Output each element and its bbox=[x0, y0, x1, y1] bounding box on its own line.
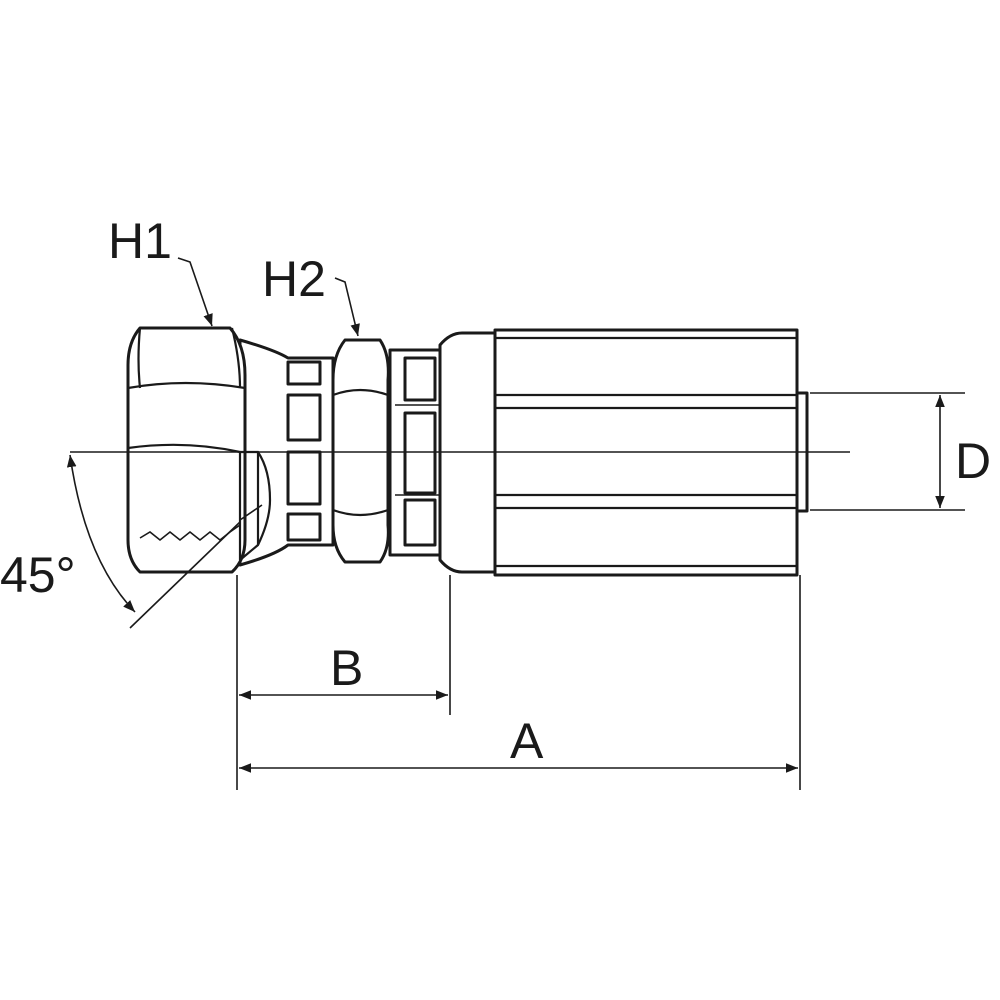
neck bbox=[238, 338, 335, 567]
label-h2: H2 bbox=[262, 251, 326, 307]
label-a: A bbox=[510, 713, 544, 769]
label-angle: 45° bbox=[0, 547, 76, 603]
hex-nut-h2 bbox=[331, 338, 390, 564]
dimension-a bbox=[239, 575, 801, 790]
dimension-d bbox=[810, 392, 965, 511]
dimension-b bbox=[236, 575, 451, 790]
leader-h1 bbox=[177, 257, 213, 327]
swivel-nut-h1 bbox=[126, 326, 272, 574]
label-d: D bbox=[955, 433, 991, 489]
angle-indicator bbox=[66, 454, 241, 629]
leader-h2 bbox=[334, 277, 360, 337]
label-b: B bbox=[330, 640, 363, 696]
label-h1: H1 bbox=[108, 213, 172, 269]
